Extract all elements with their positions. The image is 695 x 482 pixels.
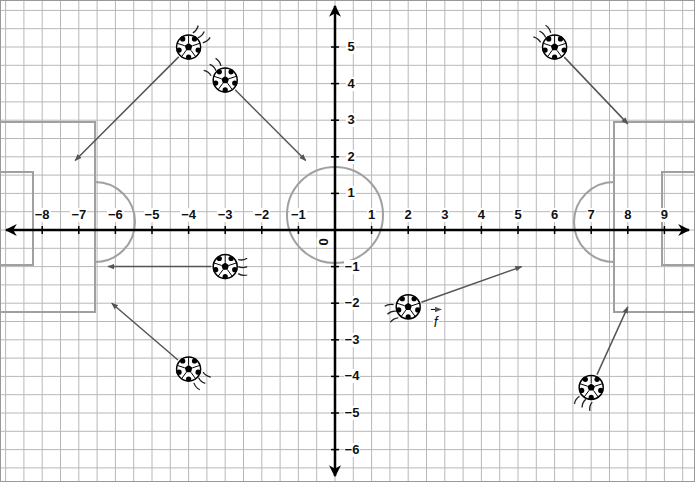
- axis-number: −2: [344, 296, 361, 310]
- soccer-ball: [533, 25, 566, 59]
- axis-number: −3: [217, 208, 234, 222]
- axis-number: 5: [513, 208, 522, 222]
- axis-number: −1: [290, 208, 307, 222]
- axis-number: 4: [346, 77, 355, 91]
- vector-arrow: [597, 307, 628, 375]
- axis-number: 3: [346, 113, 355, 127]
- vector-arrow: [108, 266, 211, 268]
- axis-number: −7: [70, 208, 87, 222]
- axis-number: −6: [107, 208, 124, 222]
- axis-number: 2: [404, 208, 413, 222]
- axis-number: −6: [344, 443, 361, 457]
- axis-number: −4: [344, 369, 361, 383]
- soccer-ball: [213, 255, 247, 280]
- soccer-ball: [385, 295, 421, 322]
- axis-number: −5: [344, 406, 361, 420]
- axis-number: 3: [440, 208, 449, 222]
- soccer-ball: [176, 26, 210, 60]
- vector-arrow: [75, 57, 179, 161]
- axis-number: 5: [346, 40, 355, 54]
- vector-arrow: [421, 267, 521, 303]
- axis-number: 1: [346, 186, 355, 200]
- vector-arrow: [235, 90, 306, 161]
- axis-number: −2: [253, 208, 270, 222]
- axis-number: 8: [623, 208, 632, 222]
- vector-arrow: [112, 303, 178, 360]
- vector-overbar: [431, 309, 441, 310]
- axis-number: 1: [367, 208, 376, 222]
- soccer-ball: [574, 375, 603, 411]
- axis-number: −4: [180, 208, 197, 222]
- axes: [6, 6, 689, 476]
- soccer-ball: [204, 58, 238, 92]
- axis-number: 6: [550, 208, 559, 222]
- force-vectors: [75, 25, 628, 411]
- axis-number: 9: [660, 208, 669, 222]
- axis-number: 2: [346, 150, 355, 164]
- axis-number: 0: [316, 237, 330, 246]
- axis-number: −3: [344, 333, 361, 347]
- soccer-ball: [176, 357, 210, 390]
- vector-arrow: [564, 57, 628, 124]
- field-markings: [0, 122, 695, 312]
- axis-number: 4: [477, 208, 486, 222]
- vector-label: f: [433, 315, 439, 329]
- axis-number: 7: [587, 208, 596, 222]
- axis-number: −1: [344, 260, 361, 274]
- axis-number: −8: [34, 208, 51, 222]
- axis-number: −5: [144, 208, 161, 222]
